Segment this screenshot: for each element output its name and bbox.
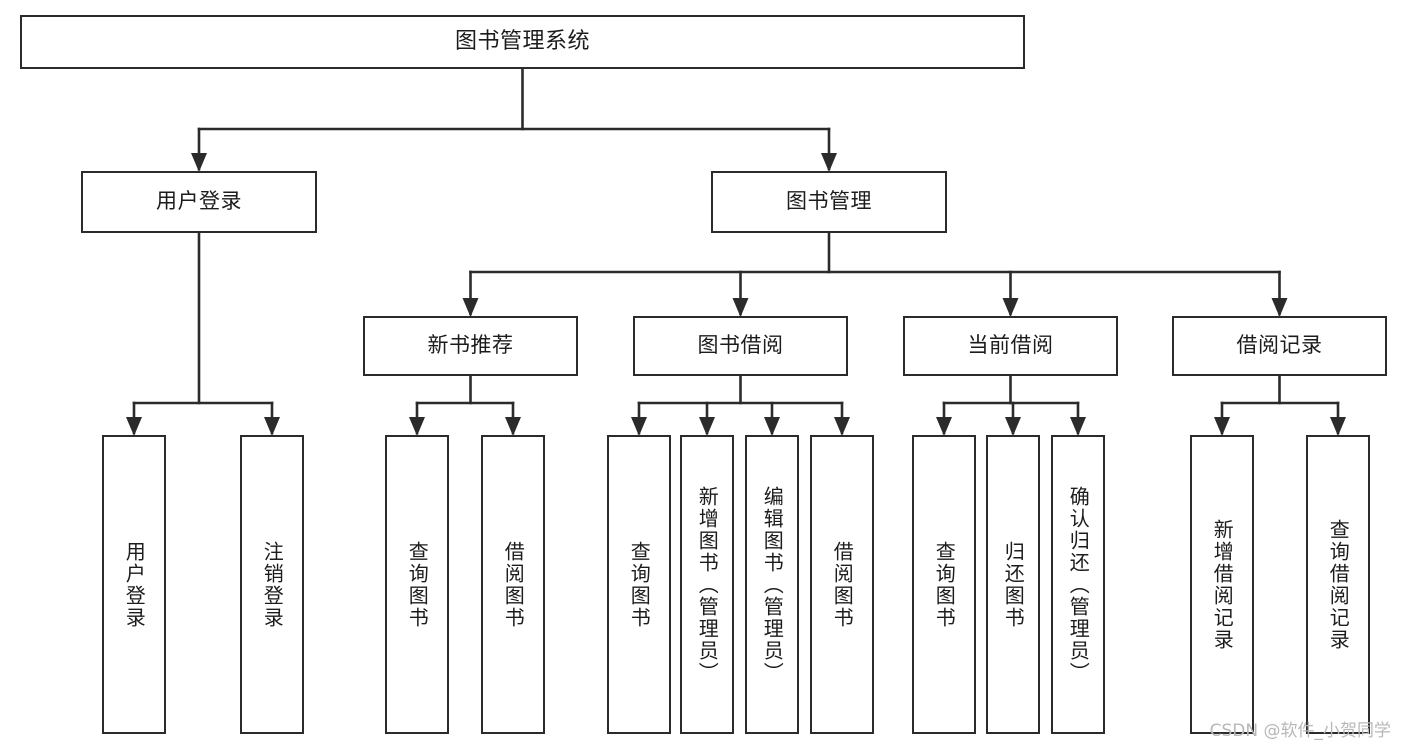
node-l-nb-borrow: 借阅图书 <box>481 435 545 734</box>
node-label: 注销登录 <box>260 540 285 629</box>
node-label: 归还图书 <box>1001 540 1026 629</box>
connector-arrowhead <box>505 417 521 436</box>
connector-arrowhead <box>1271 298 1288 317</box>
connector-arrowhead <box>409 417 425 436</box>
connector-arrowhead <box>936 417 952 436</box>
connector-arrowhead <box>1005 417 1021 436</box>
node-label: 用户登录 <box>122 540 147 629</box>
node-label: 借阅记录 <box>1236 333 1323 358</box>
connector-arrowhead <box>126 417 142 436</box>
node-label: 确认归还（管理员） <box>1066 485 1091 684</box>
connector-arrowhead <box>821 153 837 172</box>
connector-arrowhead <box>264 417 280 436</box>
node-l-bw-add: 新增图书（管理员） <box>680 435 734 734</box>
node-label: 当前借阅 <box>967 333 1054 358</box>
node-label: 查询图书 <box>627 540 652 629</box>
connector-arrowhead <box>699 417 715 436</box>
node-l-cur-query: 查询图书 <box>912 435 976 734</box>
connector-arrowhead <box>1070 417 1086 436</box>
node-l-rec-add: 新增借阅记录 <box>1190 435 1254 734</box>
node-l-login: 用户登录 <box>102 435 166 734</box>
node-l-rec-query: 查询借阅记录 <box>1306 435 1370 734</box>
node-label: 借阅图书 <box>830 540 855 629</box>
node-current: 当前借阅 <box>903 316 1118 376</box>
node-l-bw-lend: 借阅图书 <box>810 435 874 734</box>
connector-arrowhead <box>1330 417 1346 436</box>
node-bookmgmt: 图书管理 <box>711 171 947 233</box>
node-label: 借阅图书 <box>501 540 526 629</box>
node-label: 查询图书 <box>405 540 430 629</box>
node-label: 查询借阅记录 <box>1326 518 1351 651</box>
connector-arrowhead <box>732 298 749 317</box>
node-label: 新书推荐 <box>427 333 514 358</box>
node-l-bw-query: 查询图书 <box>607 435 671 734</box>
node-label: 图书管理系统 <box>454 28 590 54</box>
watermark: CSDN @软件_小贺同学 <box>1209 721 1391 741</box>
connector-arrowhead <box>191 153 207 172</box>
node-l-cur-ret: 归还图书 <box>986 435 1040 734</box>
node-label: 查询图书 <box>932 540 957 629</box>
connector-arrowhead <box>631 417 647 436</box>
connector-arrowhead <box>462 298 479 317</box>
node-borrow: 图书借阅 <box>633 316 848 376</box>
connector-arrowhead <box>834 417 850 436</box>
node-label: 编辑图书（管理员） <box>760 485 785 684</box>
node-login: 用户登录 <box>81 171 317 233</box>
node-label: 图书借阅 <box>697 333 784 358</box>
connector-arrowhead <box>1214 417 1230 436</box>
connector-arrowhead <box>1002 298 1019 317</box>
node-l-bw-edit: 编辑图书（管理员） <box>745 435 799 734</box>
node-label: 图书管理 <box>786 189 872 214</box>
node-l-cur-conf: 确认归还（管理员） <box>1051 435 1105 734</box>
node-root: 图书管理系统 <box>20 15 1025 69</box>
node-records: 借阅记录 <box>1172 316 1387 376</box>
node-label: 新增借阅记录 <box>1210 518 1235 651</box>
node-newbook: 新书推荐 <box>363 316 578 376</box>
node-l-logout: 注销登录 <box>240 435 304 734</box>
node-label: 用户登录 <box>156 189 242 214</box>
node-l-nb-query: 查询图书 <box>385 435 449 734</box>
node-label: 新增图书（管理员） <box>695 485 720 684</box>
connector-arrowhead <box>764 417 780 436</box>
